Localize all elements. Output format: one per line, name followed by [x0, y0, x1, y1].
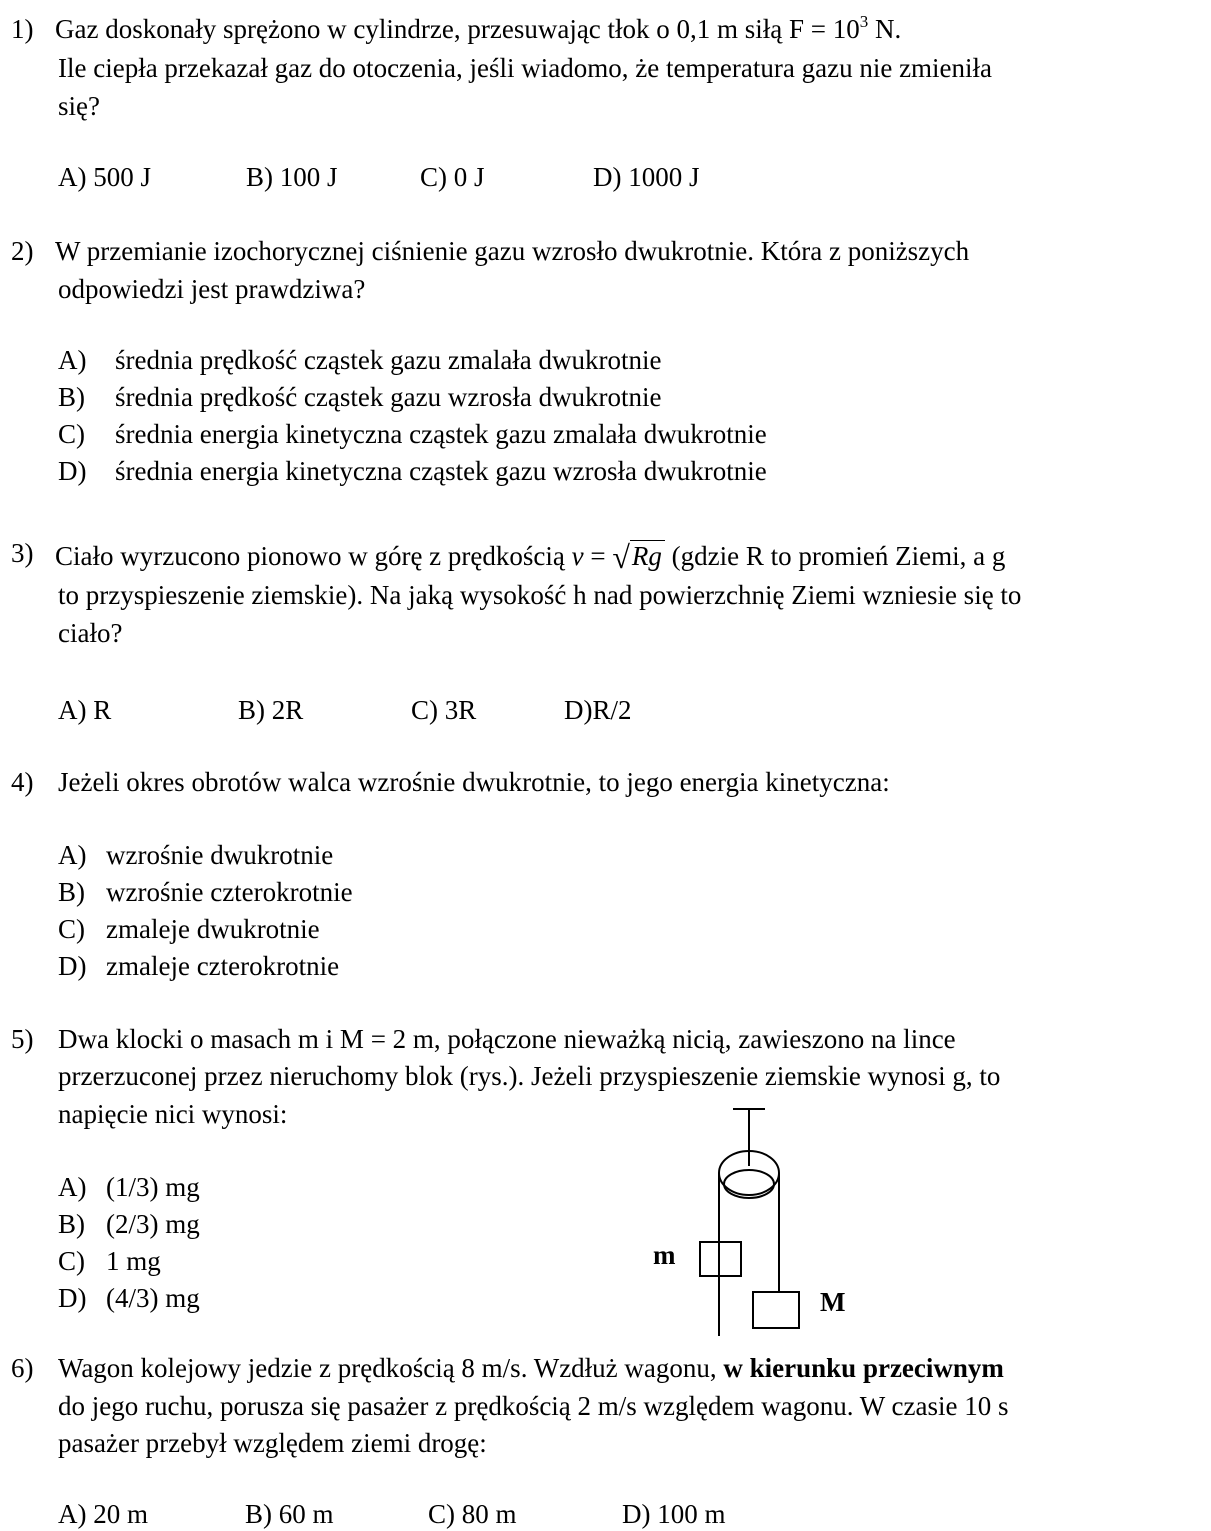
answer-letter: C) [58, 419, 85, 449]
answer-letter: A) [58, 1172, 87, 1202]
answer-text: 1 mg [106, 1246, 161, 1276]
question-number: 6) [11, 1353, 34, 1383]
pulley-diagram [699, 1108, 800, 1341]
answer-letter: B) [58, 877, 85, 907]
block-m [699, 1241, 742, 1277]
question-text-line: Jeżeli okres obrotów walca wzrośnie dwuk… [58, 767, 890, 797]
question-number: 3) [11, 538, 34, 568]
answer-option: C) 0 J [420, 162, 485, 192]
question-text-line: się? [58, 91, 100, 121]
answer-option: D) 100 m [622, 1499, 726, 1529]
answer-option: D) 1000 J [593, 162, 700, 192]
answer-option: A) 500 J [58, 162, 151, 192]
answer-text: (2/3) mg [106, 1209, 200, 1239]
answer-text: zmaleje dwukrotnie [106, 914, 320, 944]
question-number: 1) [11, 14, 34, 44]
pulley-inner [723, 1169, 775, 1199]
answer-letter: C) [58, 914, 85, 944]
question-text-line: Wagon kolejowy jedzie z prędkością 8 m/s… [58, 1355, 1004, 1382]
question-text-line: W przemianie izochorycznej ciśnienie gaz… [55, 236, 970, 266]
answer-text: średnia energia kinetyczna cząstek gazu … [115, 419, 767, 449]
question-text-line: Gaz doskonały sprężono w cylindrze, prze… [55, 13, 902, 44]
answer-option: C) 3R [411, 695, 477, 725]
question-number: 5) [11, 1024, 34, 1054]
formula-equals: = [583, 541, 613, 571]
answer-letter: D) [58, 456, 87, 486]
question-text-line: Dwa klocki o masach m i M = 2 m, połączo… [58, 1024, 956, 1054]
exponent: 3 [859, 12, 869, 31]
answer-text: średnia energia kinetyczna cząstek gazu … [115, 456, 767, 486]
answer-letter: C) [58, 1246, 85, 1276]
answer-option: A) 20 m [58, 1499, 148, 1529]
answer-text: średnia prędkość cząstek gazu zmalała dw… [115, 345, 662, 375]
question-text-line: przerzuconej przez nieruchomy blok (rys.… [58, 1061, 1001, 1091]
answer-text: (1/3) mg [106, 1172, 200, 1202]
radical-sign: √ [612, 539, 630, 575]
answer-text: średnia prędkość cząstek gazu wzrosła dw… [115, 382, 662, 412]
answer-option: A) R [58, 695, 112, 725]
square-root: √Rg [612, 538, 665, 573]
answer-option: B) 60 m [245, 1499, 334, 1529]
answer-letter: A) [58, 840, 87, 870]
answer-letter: D) [58, 951, 87, 981]
question-text-line: pasażer przebył względem ziemi drogę: [58, 1428, 487, 1458]
question-text-line: napięcie nici wynosi: [58, 1099, 288, 1129]
block-M [752, 1291, 800, 1329]
formula-variable: v [571, 541, 584, 571]
label-m: m [653, 1240, 676, 1270]
formula-radicand: Rg [629, 540, 665, 571]
answer-letter: D) [58, 1283, 87, 1313]
question-number: 2) [11, 236, 34, 266]
question-text: Gaz doskonały sprężono w cylindrze, prze… [55, 14, 860, 44]
question-text-line: odpowiedzi jest prawdziwa? [58, 274, 366, 304]
question-text: Ciało wyrzucono pionowo w górę z prędkoś… [55, 541, 572, 571]
answer-letter: B) [58, 1209, 85, 1239]
answer-letter: A) [58, 345, 87, 375]
answer-text: wzrośnie dwukrotnie [106, 840, 334, 870]
answer-text: (4/3) mg [106, 1283, 200, 1313]
question-number: 4) [11, 767, 34, 797]
question-text: Wagon kolejowy jedzie z prędkością 8 m/s… [58, 1353, 724, 1383]
pulley-figure: m M [640, 1106, 870, 1343]
label-M: M [820, 1287, 846, 1317]
answer-text: wzrośnie czterokrotnie [106, 877, 353, 907]
question-text-line: to przyspieszenie ziemskie). Na jaką wys… [58, 580, 1022, 610]
question-text-line: Ile ciepła przekazał gaz do otoczenia, j… [58, 53, 993, 83]
question-text: N. [868, 14, 902, 44]
answer-letter: B) [58, 382, 85, 412]
question-text-line: Ciało wyrzucono pionowo w górę z prędkoś… [55, 538, 1006, 573]
question-text: (gdzie R to promień Ziemi, a g [671, 541, 1006, 571]
answer-option: B) 100 J [246, 162, 338, 192]
answer-text: zmaleje czterokrotnie [106, 951, 340, 981]
answer-option: C) 80 m [428, 1499, 517, 1529]
answer-option: D)R/2 [564, 695, 632, 725]
question-text-line: do jego ruchu, porusza się pasażer z prę… [58, 1391, 1009, 1421]
answer-option: B) 2R [238, 695, 304, 725]
emphasis-text: w kierunku przeciwnym [723, 1353, 1004, 1383]
question-text-line: ciało? [58, 618, 123, 648]
